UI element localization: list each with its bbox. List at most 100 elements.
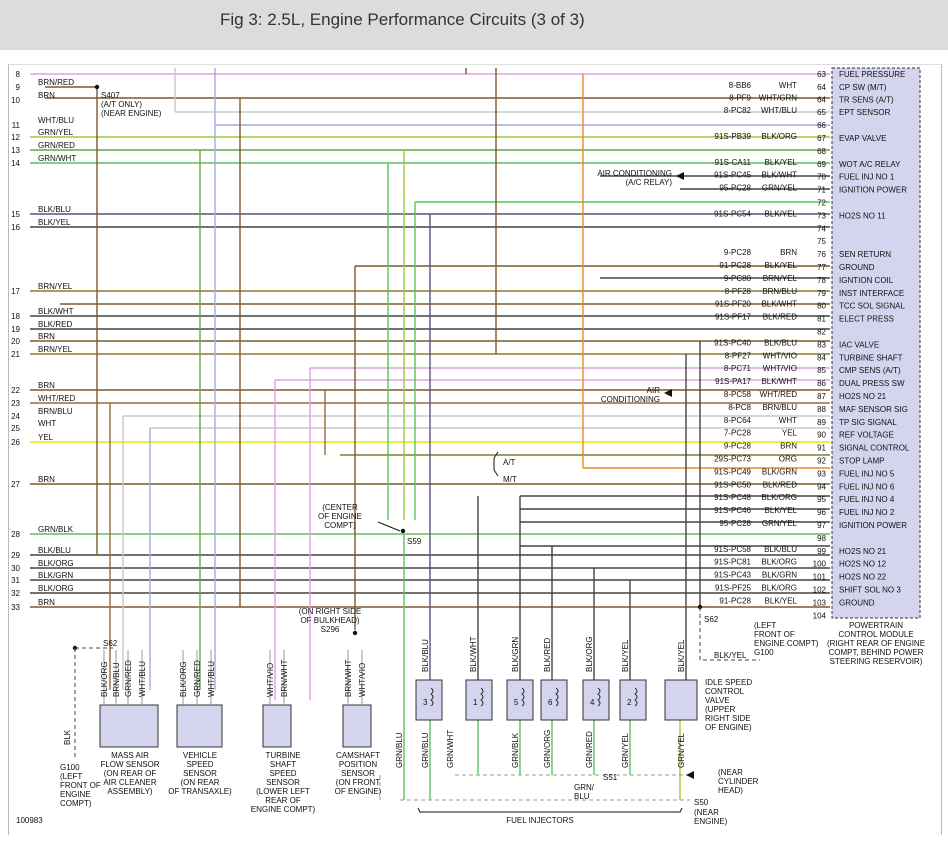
pcm-pin-number: 96 (817, 508, 826, 517)
sensor-wire-label: WHT/BLU (138, 661, 147, 697)
pcm-circuit-id: 91S-PC81 (714, 558, 751, 567)
row-number: 20 (11, 337, 20, 346)
pcm-function: DUAL PRESS SW (839, 379, 905, 388)
pcm-function: MAF SENSOR SIG (839, 405, 908, 414)
pcm-pin-number: 94 (817, 482, 826, 491)
pcm-circuit-id: 7-PC28 (724, 429, 752, 438)
pcm-wire-color: BLK/YEL (765, 158, 798, 167)
sensor-wire-label: BRN/WHT (280, 660, 289, 697)
pcm-wire-color: BRN/BLU (762, 403, 797, 412)
tss-label: ENGINE COMPT) (251, 805, 316, 814)
pcm-circuit-id: 91-PC28 (719, 261, 751, 270)
row-number: 29 (11, 551, 20, 560)
pcm-pin-number: 69 (817, 160, 826, 169)
injector-wire-label: BLK/WHT (469, 636, 478, 672)
pcm-function: FUEL PRESSURE (839, 70, 905, 79)
sensor-wire-label: WHT/BLU (207, 661, 216, 697)
s50-note: (NEAR (694, 808, 719, 817)
pcm-pin-number: 102 (813, 586, 827, 595)
at-label: A/T (503, 458, 516, 467)
maf-label: MASS AIR (111, 751, 149, 760)
vss-sensor (176, 704, 223, 748)
row-number: 22 (11, 386, 20, 395)
left-wire-label: BRN (38, 381, 55, 390)
tss-label: SENSOR (266, 778, 300, 787)
pcm-pin-number: 64 (817, 83, 826, 92)
tss-label: REAR OF (265, 796, 301, 805)
pcm-function: HO2S NO 22 (839, 573, 887, 582)
pcm-function: FUEL INJ NO 5 (839, 469, 895, 478)
g100-left-note: FRONT OF (60, 781, 101, 790)
pcm-pin-number: 87 (817, 392, 826, 401)
injector-ground-label: GRN/ORG (543, 730, 552, 768)
pcm-function: TURBINE SHAFT (839, 353, 903, 362)
left-wire-label: BLK/ORG (38, 559, 74, 568)
g100-left-note: (LEFT (60, 772, 82, 781)
pcm-circuit-id: 91S-PC40 (714, 338, 751, 347)
coil-icon (597, 687, 601, 707)
pcm-circuit-id: 9-PC28 (724, 442, 752, 451)
pcm-function: FUEL INJ NO 2 (839, 508, 895, 517)
pcm-wire-color: BLK/ORG (761, 584, 797, 593)
pcm-wire-color: BRN/YEL (763, 274, 798, 283)
pcm-wire-color: BLK/ORG (761, 558, 797, 567)
pcm-circuit-id: 91S-PC54 (714, 209, 751, 218)
pcm-circuit-id: 91S-PB39 (715, 132, 752, 141)
injector-wire-label: BLK/YEL (677, 639, 686, 672)
s50-note: ENGINE) (694, 817, 728, 826)
pcm-pin-number: 68 (817, 147, 826, 156)
pcm-function: EVAP VALVE (839, 134, 886, 143)
pcm-pin-number: 86 (817, 379, 826, 388)
maf-label: ASSEMBLY) (107, 787, 153, 796)
s59-note: COMPT) (324, 521, 356, 530)
injector-wire-label: BLK/BLU (421, 639, 430, 672)
left-wire-label: BRN (38, 332, 55, 341)
s51-note: HEAD) (718, 786, 743, 795)
row-number: 13 (11, 146, 20, 155)
pcm-pin-number: 64 (817, 95, 826, 104)
pcm-pin-number: 66 (817, 121, 826, 130)
s62-right-label: S62 (704, 615, 719, 624)
left-wire-label: BRN (38, 91, 55, 100)
s296-splice (352, 630, 358, 636)
ac-relay-note: AIR CONDITIONING (597, 169, 672, 178)
pcm-label: (RIGHT REAR OF ENGINE (827, 639, 925, 648)
pcm-pin-number: 78 (817, 276, 826, 285)
pcm-circuit-id: 29S-PC73 (714, 455, 751, 464)
pcm-wire-color: WHT/VIO (763, 351, 797, 360)
pcm-wire-color: YEL (782, 429, 798, 438)
ground-wire (699, 607, 760, 661)
pcm-pin-number: 65 (817, 108, 826, 117)
coil-icon (521, 687, 525, 707)
row-number: 12 (11, 133, 20, 142)
left-wire-label: BRN/YEL (38, 345, 73, 354)
pcm-circuit-id: 8-PC64 (724, 416, 752, 425)
pointer-line (377, 521, 401, 532)
left-wire-label: BRN (38, 598, 55, 607)
injector-3 (415, 679, 443, 721)
pcm-function: FUEL INJ NO 4 (839, 495, 895, 504)
pcm-wire-color: BLK/GRN (762, 571, 797, 580)
pcm-function: IGNITION POWER (839, 521, 907, 530)
left-wire-label: WHT/BLU (38, 116, 74, 125)
pcm-circuit-id: 95-PC28 (719, 519, 751, 528)
pcm-pin-number: 77 (817, 263, 826, 272)
row-number: 25 (11, 424, 20, 433)
pcm-pin-number: 99 (817, 547, 826, 556)
pcm-circuit-id: 9-PC28 (724, 248, 752, 257)
pcm-circuit-id: 91S-PC58 (714, 545, 751, 554)
g100-right-note: FRONT OF (754, 630, 795, 639)
pcm-wire-color: WHT/RED (760, 390, 798, 399)
pcm-wire-color: BLK/YEL (765, 506, 798, 515)
injector-ground-label: GRN/YEL (621, 732, 630, 768)
pcm-wire-color: BLK/BLU (764, 338, 797, 347)
tss-label: TURBINE (265, 751, 300, 760)
row-number: 33 (11, 603, 20, 612)
coil-icon (555, 687, 559, 707)
pcm-pin-number: 79 (817, 289, 826, 298)
injector-ground-label: GRN/BLU (395, 732, 404, 768)
pcm-function: HO2S NO 21 (839, 547, 887, 556)
pcm-function: SIGNAL CONTROL (839, 444, 910, 453)
pcm-function: REF VOLTAGE (839, 431, 894, 440)
left-wire-label: BLK/GRN (38, 571, 73, 580)
